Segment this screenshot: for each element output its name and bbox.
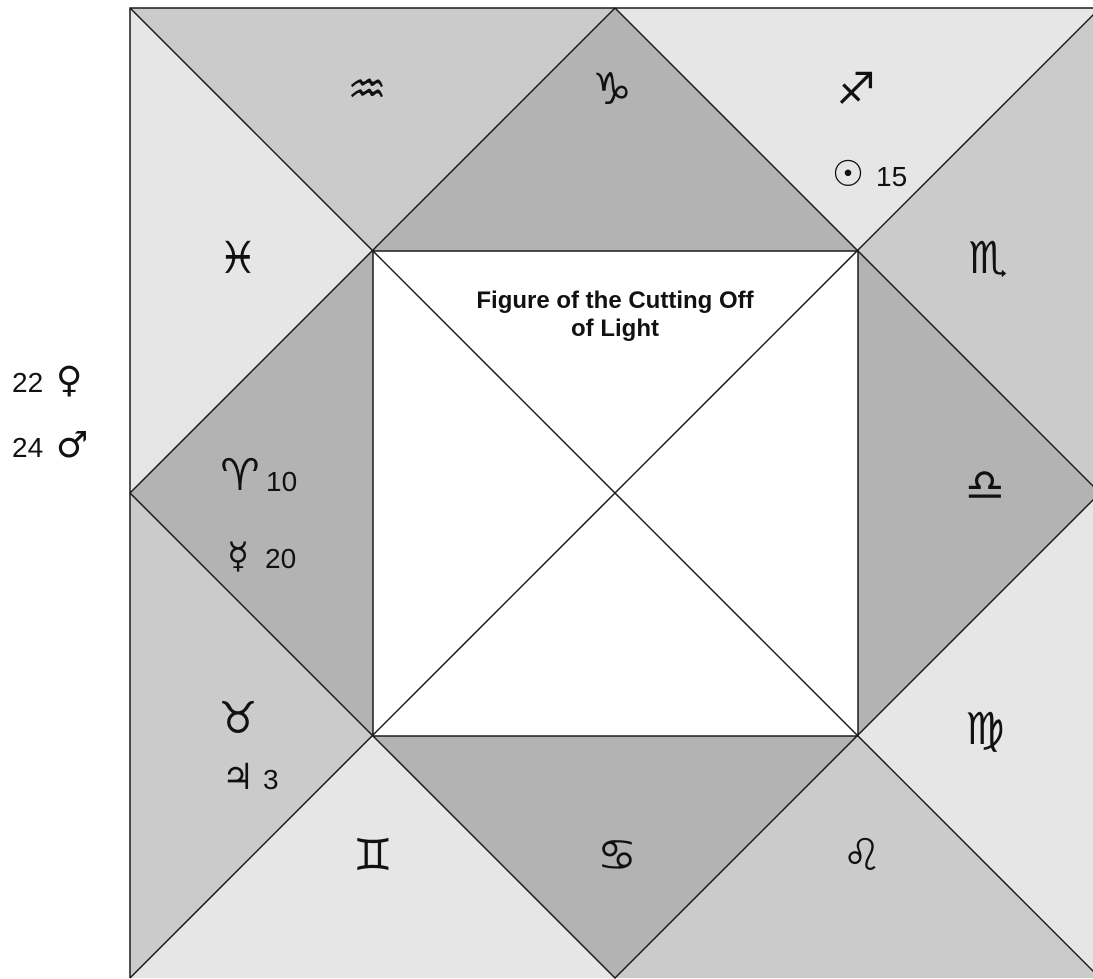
sun-icon: ☉	[832, 154, 864, 195]
house-10-region	[373, 736, 858, 978]
cancer-icon: ♋	[597, 830, 636, 881]
aquarius-icon: ♒	[347, 64, 386, 115]
scorpio-icon: ♏	[968, 233, 1007, 284]
house-1-region	[130, 251, 373, 736]
mars-icon: ♂	[56, 425, 88, 466]
venus-icon: ♀	[56, 360, 82, 401]
virgo-icon: ♍	[965, 704, 1004, 755]
house-2-region	[130, 8, 373, 493]
sagittarius-icon: ♐	[836, 64, 875, 115]
chart-lines	[128, 6, 1093, 979]
house-3-region	[130, 8, 615, 251]
pisces-icon: ♓	[218, 233, 257, 284]
house-6-region	[858, 15, 1093, 486]
capricorn-icon: ♑	[592, 64, 631, 115]
house-9-region	[615, 736, 1093, 978]
gemini-icon: ♊	[353, 830, 392, 881]
house-12-region	[130, 493, 373, 978]
jupiter-icon: ♃	[222, 757, 254, 798]
aries-icon: ♈	[220, 450, 259, 501]
leo-icon: ♌	[842, 830, 881, 881]
diagonal-top-right	[129, 13, 1093, 979]
mercury-degree: 20	[265, 543, 296, 574]
house-4-region	[373, 8, 858, 251]
mercury-icon: ☿	[227, 536, 249, 577]
aries-degree: 10	[266, 466, 297, 497]
chart-title-line-2: of Light	[571, 315, 659, 342]
taurus-icon: ♉	[218, 693, 257, 744]
chart-title-line-1: Figure of the Cutting Off	[476, 287, 754, 314]
center-square-border	[372, 250, 859, 737]
jupiter-degree: 3	[263, 764, 279, 795]
mars-degree: 24	[12, 432, 43, 463]
sun-degree: 15	[876, 161, 907, 192]
libra-icon: ♎	[965, 460, 1004, 511]
house-7-region	[858, 251, 1093, 736]
inner-diamond	[128, 6, 1093, 979]
house-11-region	[130, 736, 615, 978]
venus-degree: 22	[12, 367, 43, 398]
house-5-region	[615, 8, 1093, 251]
house-8-region	[858, 500, 1093, 971]
